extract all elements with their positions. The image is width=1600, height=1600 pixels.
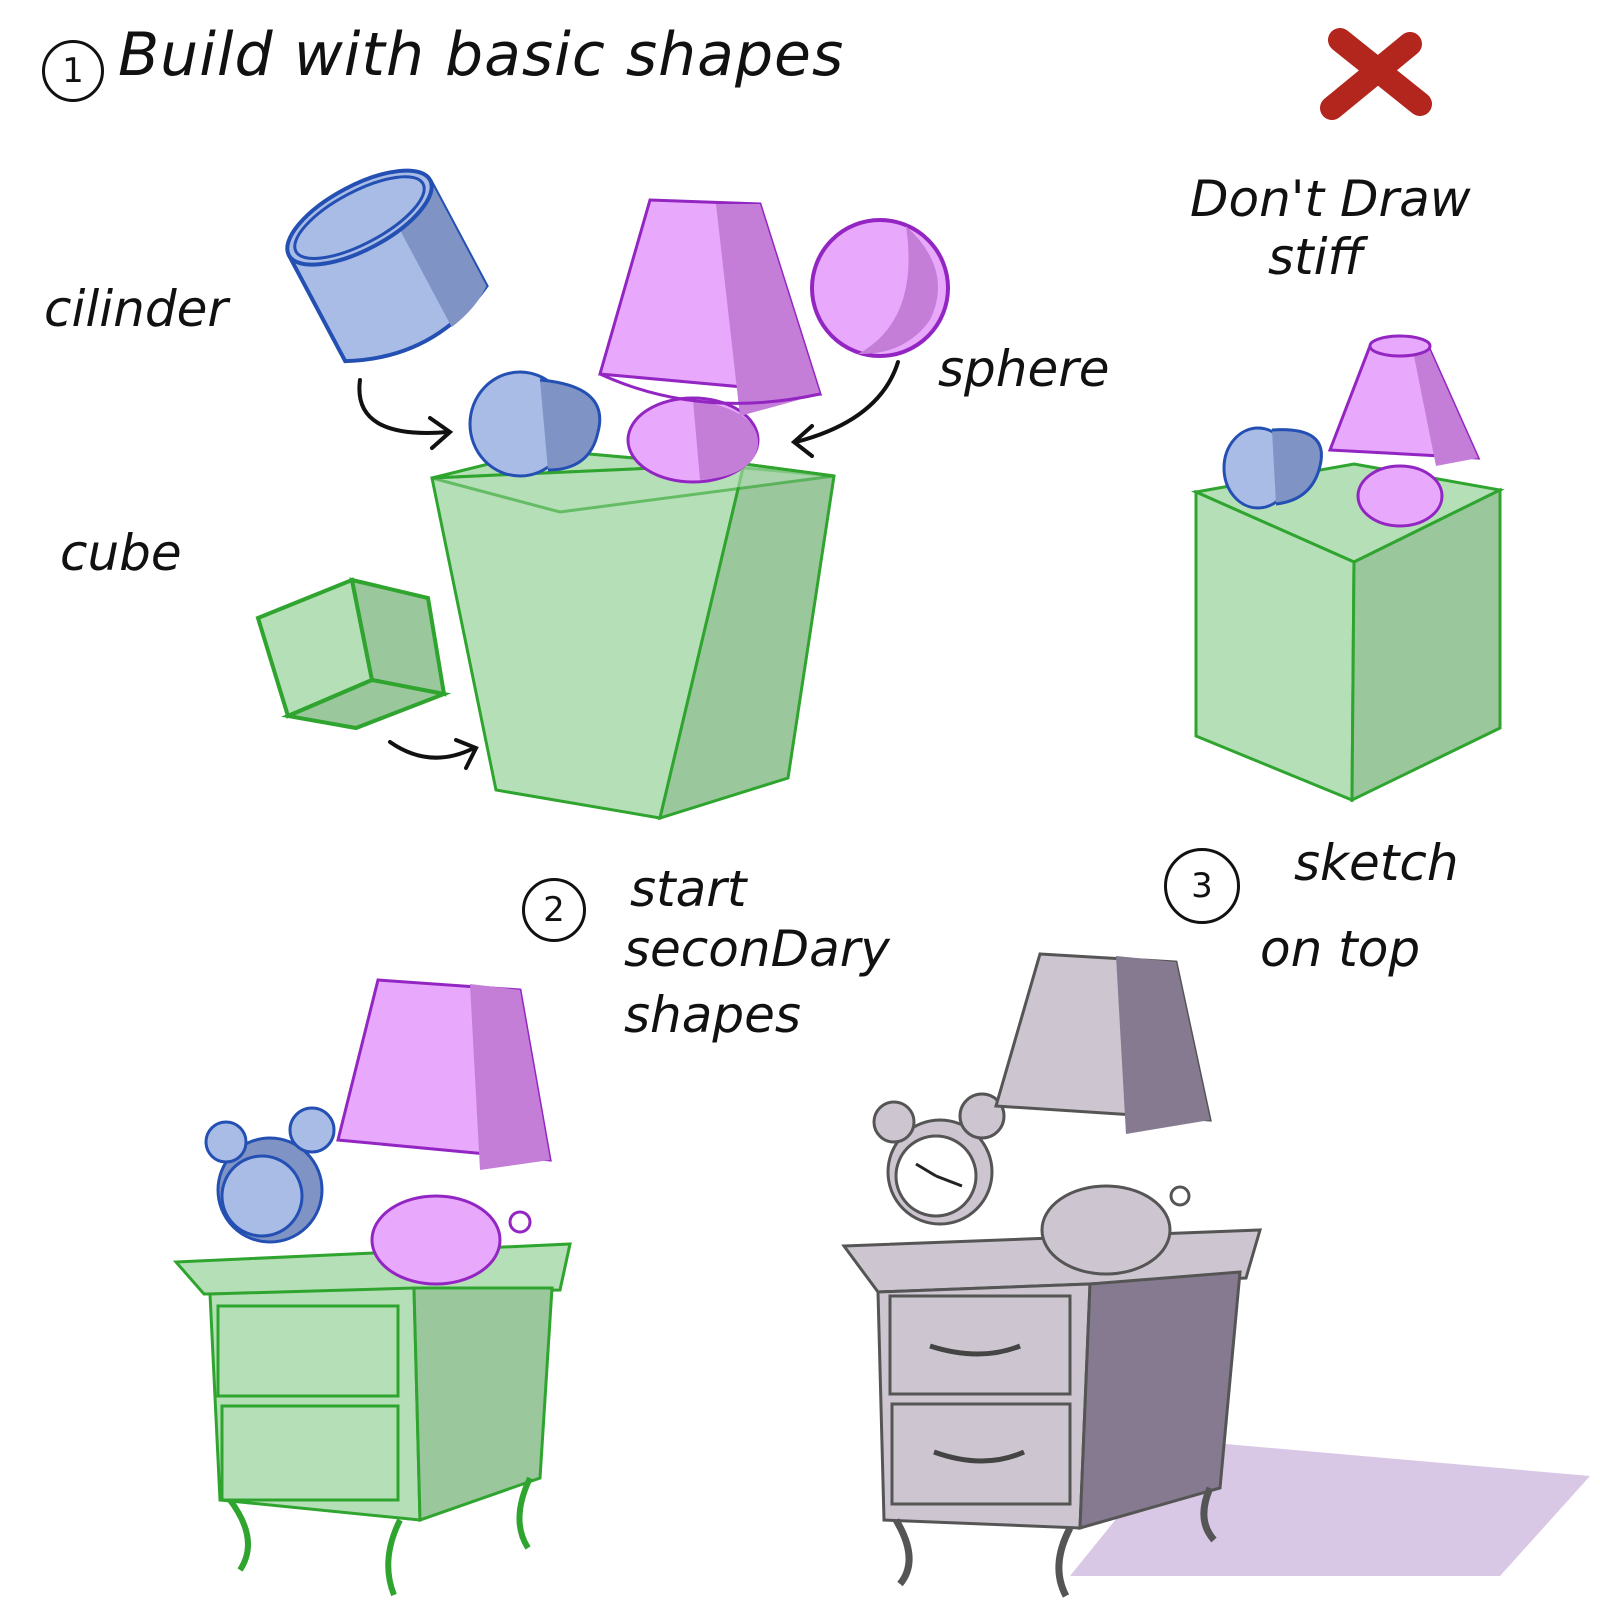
green-clock-shape <box>204 1106 336 1244</box>
step-1-badge: 1 <box>42 40 104 102</box>
step3-line-1: sketch <box>1294 834 1459 892</box>
stiff-cube-shape <box>1190 462 1505 803</box>
step3-line-2: on top <box>1260 920 1421 978</box>
lamp-shape <box>598 198 823 484</box>
step-3-badge: 3 <box>1164 848 1240 924</box>
label-cube: cube <box>60 524 182 582</box>
small-cylinder-shape <box>468 370 602 478</box>
label-cylinder: cilinder <box>44 280 228 338</box>
gray-lamp-shape <box>994 952 1212 1276</box>
gray-nightstand-shape <box>841 1228 1263 1598</box>
step2-lamp-shape <box>336 978 552 1286</box>
small-cube-shape <box>255 577 452 731</box>
warning-line-2: stiff <box>1268 228 1364 286</box>
step2-line-3: shapes <box>624 986 801 1044</box>
large-cube-shape <box>430 448 836 821</box>
sphere-shape <box>810 218 950 358</box>
step2-line-2: seconDary <box>624 920 890 978</box>
green-nightstand-shape <box>172 1242 572 1597</box>
step-2-badge: 2 <box>522 878 586 942</box>
label-sphere: sphere <box>938 340 1110 398</box>
page-title: Build with basic shapes <box>118 20 845 90</box>
stiff-cylinder-shape <box>1222 426 1323 510</box>
red-x-icon <box>1320 28 1432 120</box>
floating-cylinder-shape <box>285 168 489 364</box>
warning-line-1: Don't Draw <box>1190 170 1471 228</box>
arrows <box>357 360 900 770</box>
gray-clock-shape <box>872 1092 1006 1226</box>
step2-line-1: start <box>630 860 747 918</box>
stiff-lamp-shape <box>1327 334 1481 528</box>
